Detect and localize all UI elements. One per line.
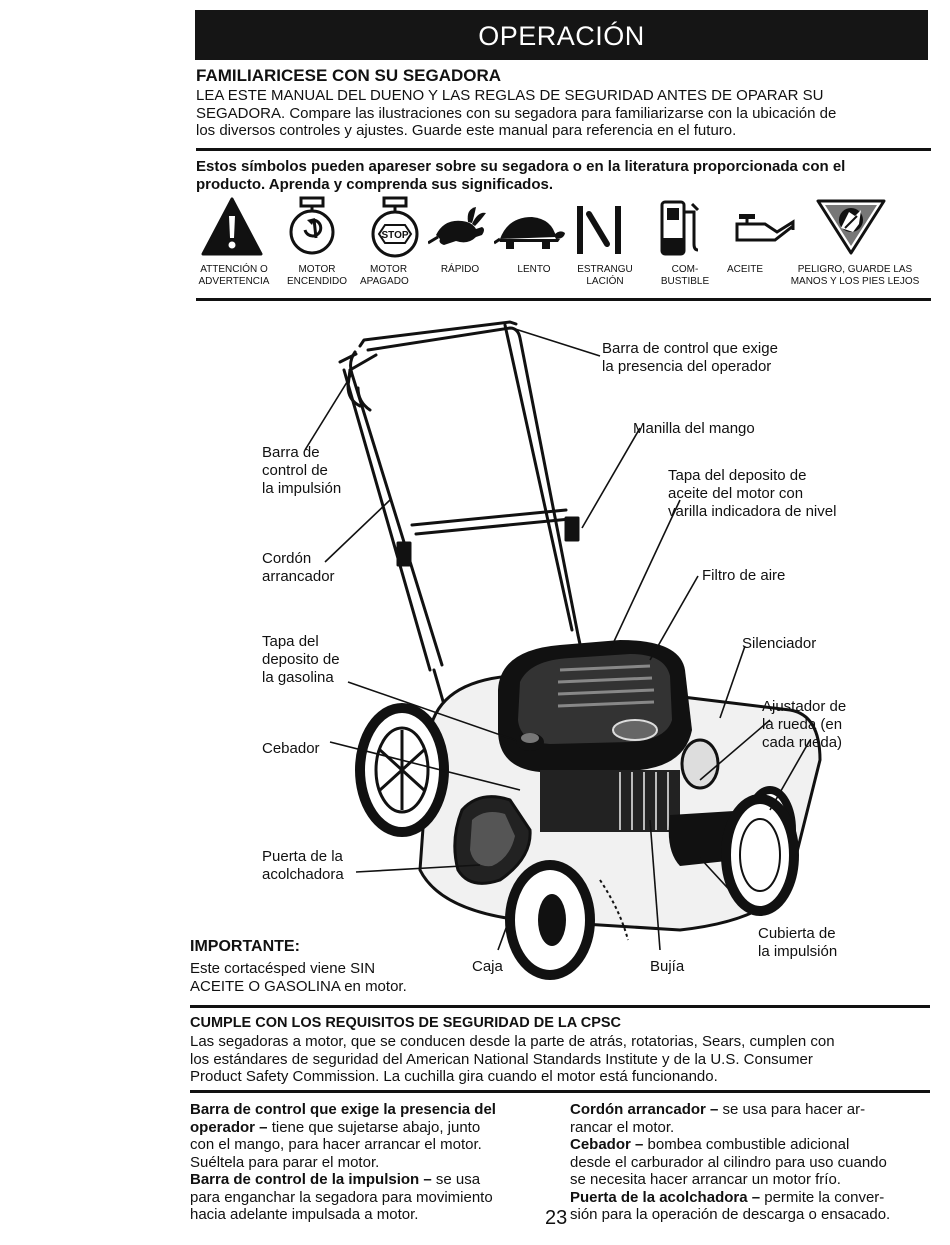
engine-on-icon (289, 196, 335, 255)
oil-can-icon (735, 214, 795, 242)
divider (190, 1090, 930, 1093)
important-label: IMPORTANTE: (190, 938, 300, 955)
hand-blade-danger-icon (816, 199, 886, 255)
term: Barra de control de la impulsion – (190, 1171, 432, 1188)
divider (196, 148, 931, 151)
symbol-label: COM-BUSTIBLE (660, 264, 710, 287)
section-title: OPERACIÓN (478, 21, 645, 51)
symbols-intro-line: producto. Aprenda y comprenda sus signif… (196, 176, 554, 193)
rabbit-icon (428, 207, 486, 245)
callout-air-filter: Filtro de aire (702, 567, 786, 584)
symbols-intro-line: Estos símbolos pueden apareser sobre su … (196, 158, 846, 175)
turtle-icon (494, 217, 565, 249)
fuel-pump-icon (660, 200, 700, 256)
symbol-label: ACEITE (726, 264, 764, 275)
callout-spark-plug: Bujía (650, 958, 685, 975)
choke-icon (577, 206, 621, 254)
cpsc-text: Las segadoras a motor, que se conducen d… (190, 1033, 835, 1085)
intro-line: SEGADORA. Compare las ilustraciones con … (196, 104, 837, 122)
symbol-label: RÁPIDO (440, 264, 480, 275)
engine-off-icon: STOP (371, 196, 419, 258)
section-banner: OPERACIÓN (195, 10, 928, 60)
callout-muffler: Silenciador (742, 635, 817, 652)
familiarize-heading: FAMILIARICESE CON SU SEGADORA (196, 66, 502, 85)
callout-handle: Manilla del mango (633, 420, 755, 437)
familiarize-text: LEA ESTE MANUAL DEL DUENO Y LAS REGLAS D… (196, 87, 931, 140)
divider (196, 298, 931, 301)
warning-icon (201, 197, 263, 256)
term: Cordón arrancador – (570, 1101, 719, 1118)
definitions-right: Cordón arrancador – se usa para hacer ar… (570, 1101, 891, 1223)
intro-line: los diversos controles y ajustes. Guarde… (196, 122, 737, 139)
term: Cebador – (570, 1136, 644, 1153)
handle-right-rail (366, 326, 580, 637)
divider (190, 1005, 930, 1008)
lawn-mower-illustration (304, 320, 822, 980)
callout-primer: Cebador (262, 740, 320, 757)
symbols-intro: Estos símbolos pueden apareser sobre su … (196, 158, 931, 194)
cpsc-heading: CUMPLE CON LOS REQUISITOS DE SEGURIDAD D… (190, 1015, 622, 1031)
definitions-left: Barra de control que exige la presencia … (190, 1101, 496, 1223)
symbol-label: LENTO (517, 264, 551, 275)
term: Barra de control que exige la presencia … (190, 1101, 496, 1118)
intro-line: LEA ESTE MANUAL DEL DUENO Y LAS REGLAS D… (196, 87, 824, 104)
callout-housing: Caja (472, 958, 503, 975)
important-text: Este cortacésped viene SIN ACEITE O GASO… (190, 960, 407, 995)
term: operador – (190, 1118, 268, 1136)
page-number: 23 (545, 1207, 568, 1229)
term: Puerta de la acolchadora – (570, 1188, 761, 1206)
stop-icon-label: STOP (381, 230, 408, 241)
